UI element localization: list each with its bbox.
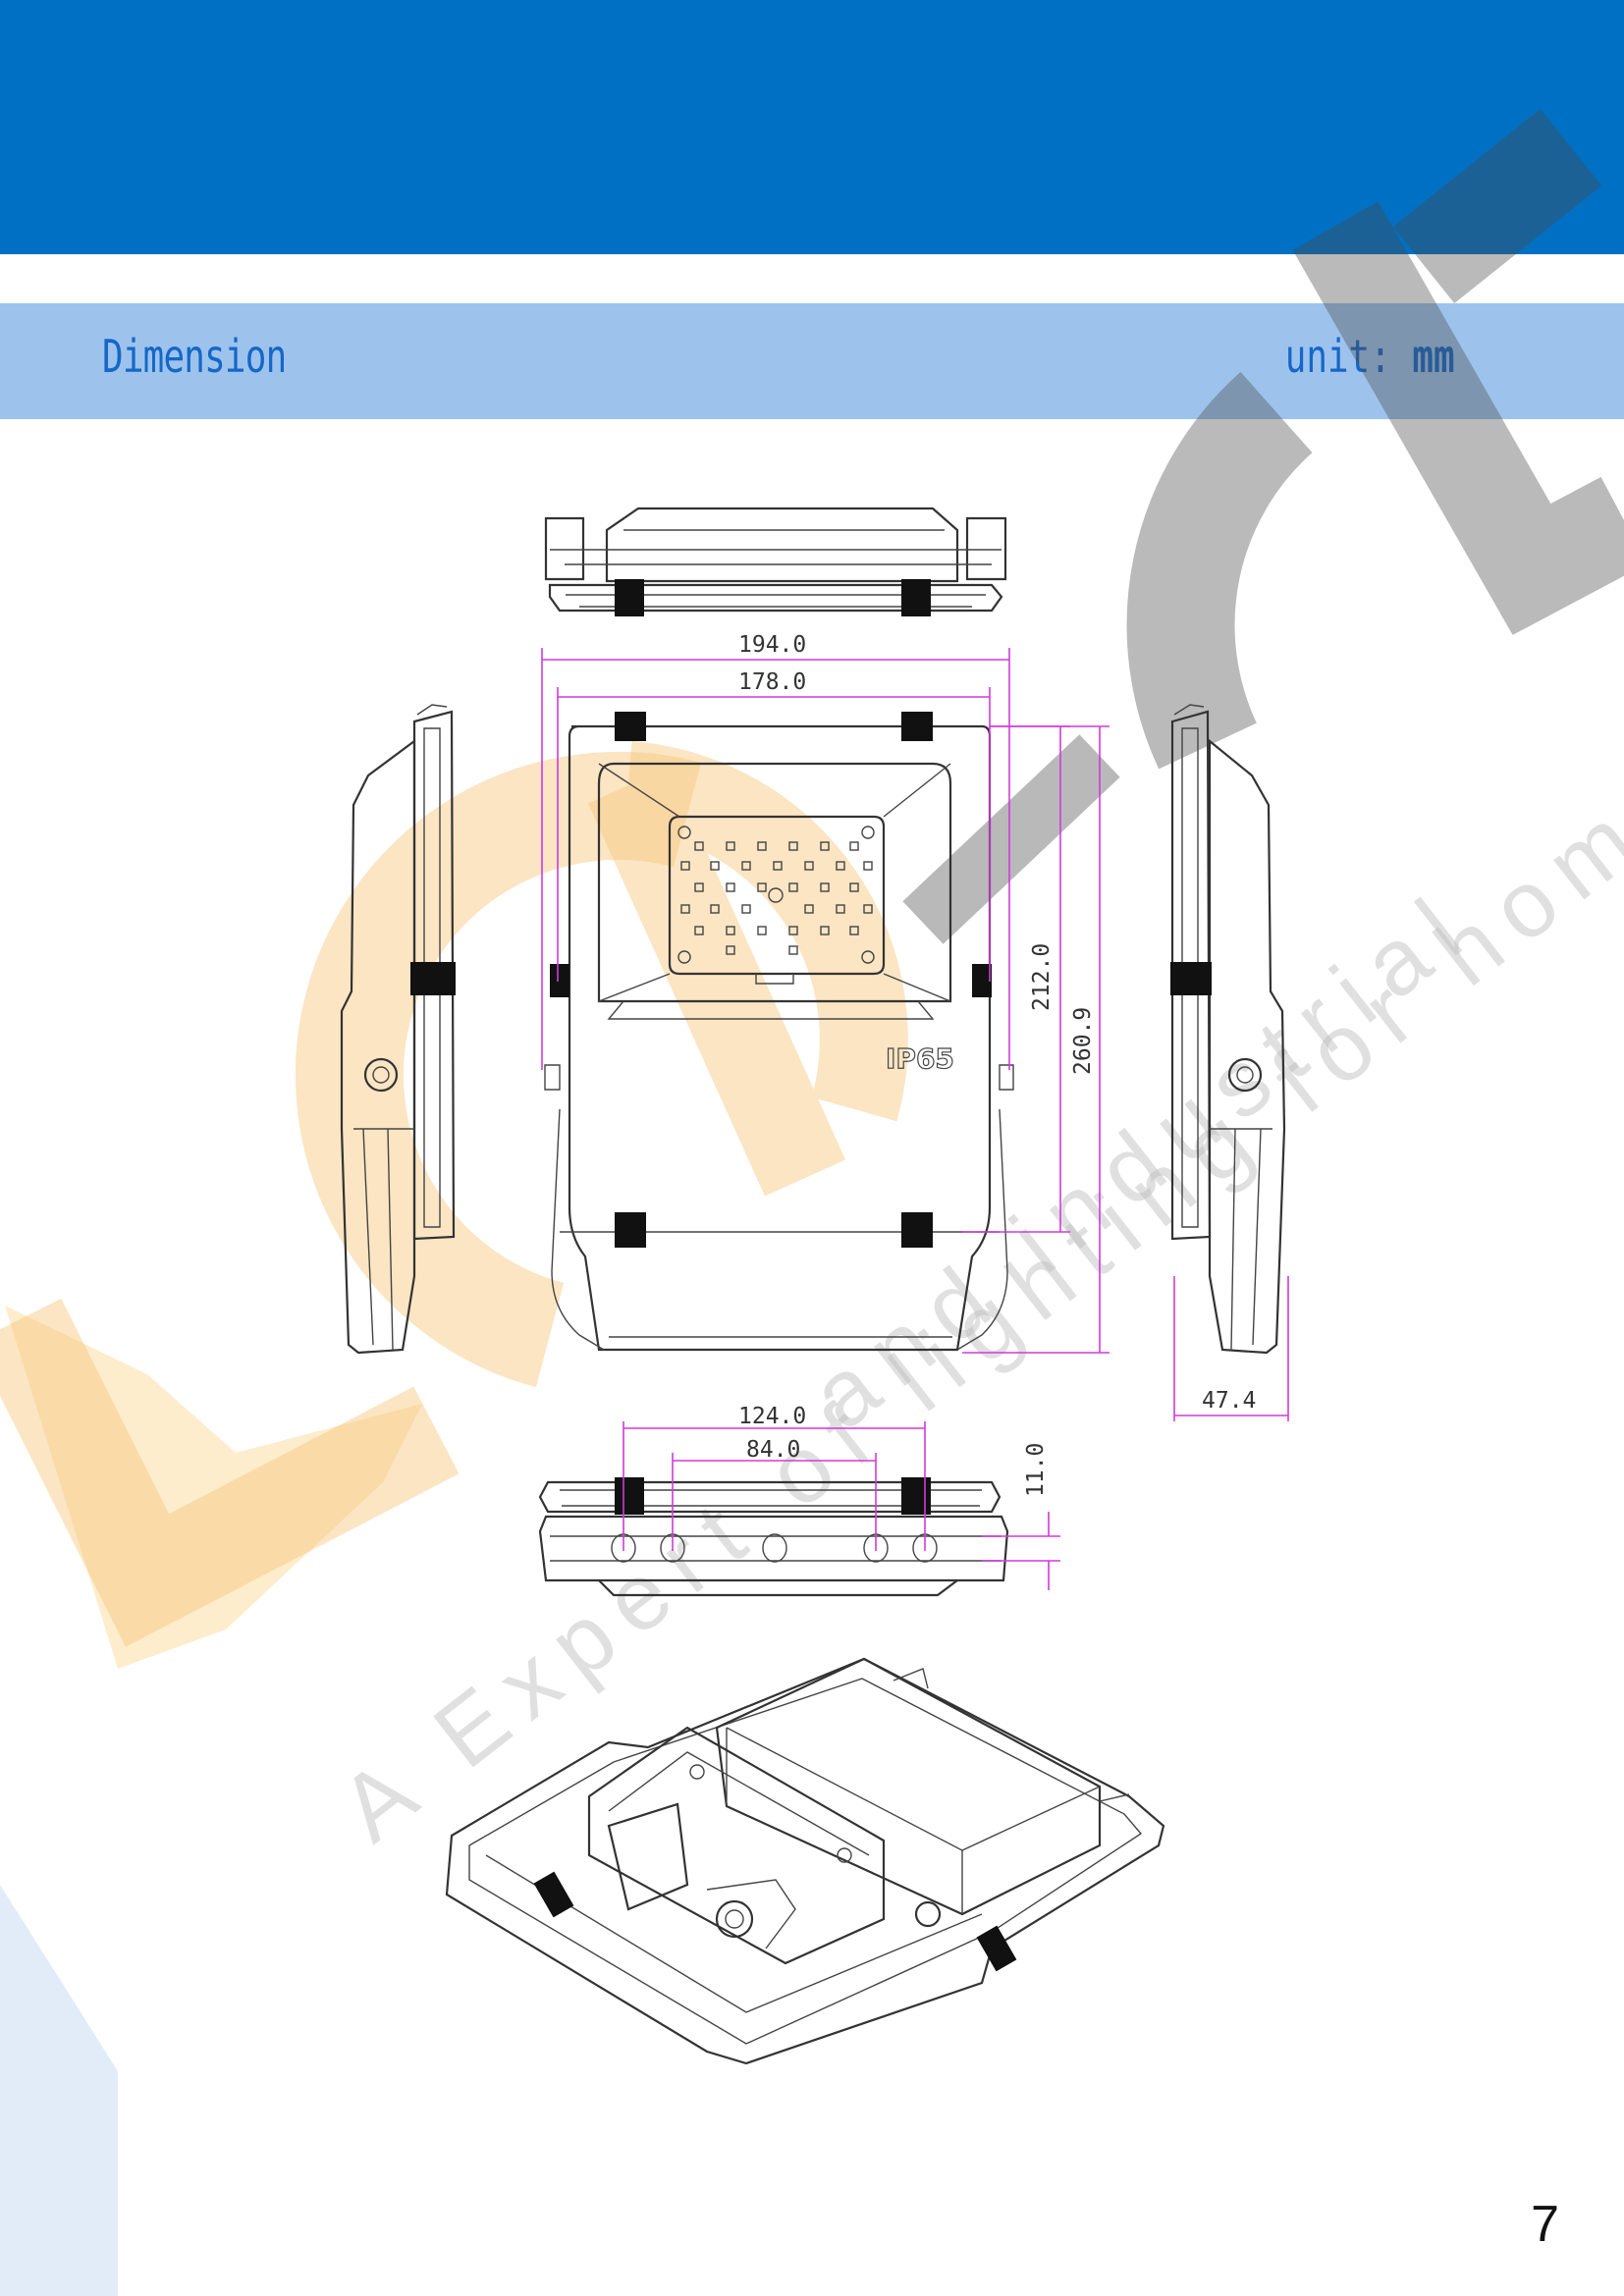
bottom-view	[538, 1477, 1009, 1597]
dim-height-inner: 212.0	[1029, 943, 1055, 1011]
dim-width-inner: 178.0	[738, 669, 806, 695]
ip-rating-mark: IP65	[886, 1042, 954, 1075]
bottom-dimensions	[623, 1421, 1060, 1590]
right-side-view	[1170, 704, 1286, 1355]
led-array	[677, 826, 875, 985]
section-band	[0, 303, 1624, 419]
unit-value: mm	[1412, 330, 1455, 383]
unit-label: unit: mm	[1285, 330, 1455, 383]
watermark-logo	[0, 108, 1624, 2296]
left-side-view	[340, 704, 456, 1355]
dim-height-bottom: 11.0	[1023, 1443, 1049, 1497]
top-banner	[0, 0, 1624, 254]
dim-width-outer: 194.0	[738, 632, 806, 658]
page-number: 7	[1531, 2196, 1559, 2253]
dim-hole-spacing-outer: 124.0	[738, 1404, 806, 1429]
isometric-view	[445, 1657, 1165, 2065]
top-view	[544, 507, 1007, 616]
dim-depth: 47.4	[1202, 1388, 1256, 1414]
dim-hole-spacing-inner: 84.0	[746, 1437, 800, 1463]
dim-height-outer: 260.9	[1070, 1007, 1096, 1075]
section-title: Dimension	[102, 330, 287, 383]
watermark-tagline-2: and industrial	[792, 870, 1493, 1450]
unit-label-text: unit:	[1285, 330, 1392, 383]
front-dimensions	[541, 648, 1289, 1421]
